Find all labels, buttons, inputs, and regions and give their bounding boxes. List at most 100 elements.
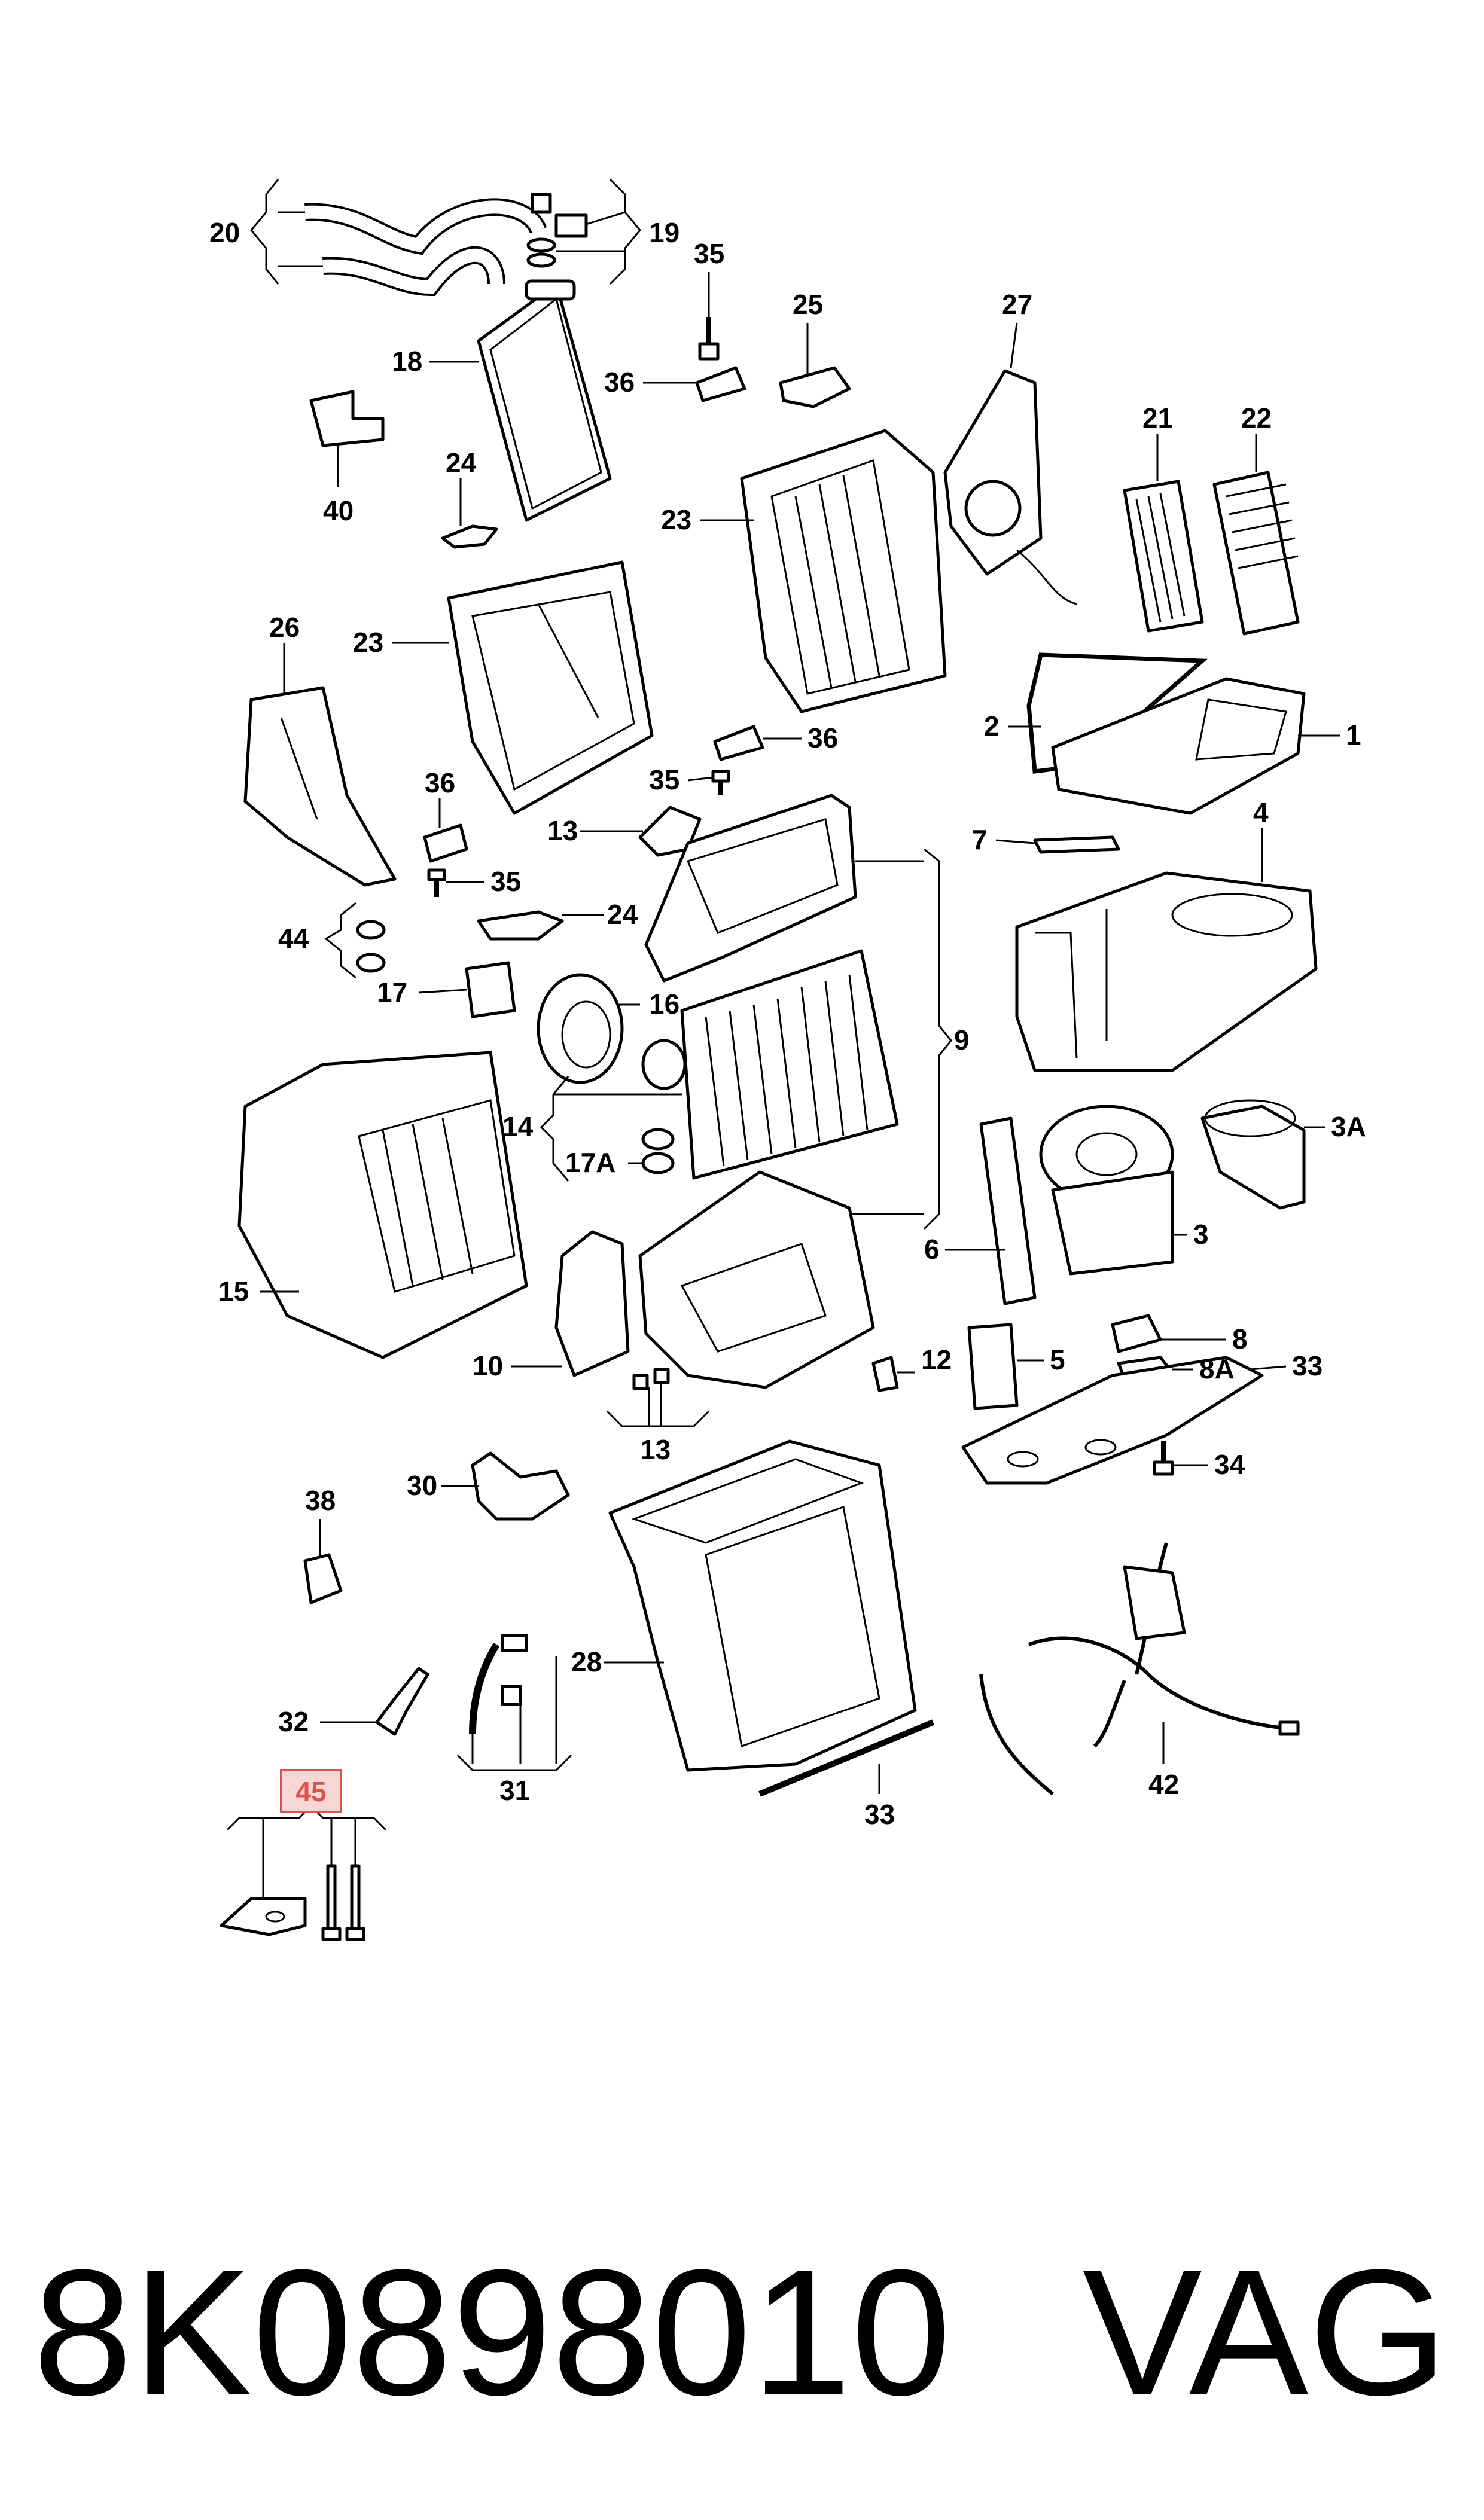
callout-37-mid: 35 xyxy=(649,764,679,795)
part-25-bracket-left xyxy=(477,910,564,941)
callout-42: 42 xyxy=(1148,1769,1179,1800)
part-39-clip xyxy=(303,1553,343,1604)
callout-22: 22 xyxy=(1241,402,1272,434)
callout-24: 23 xyxy=(661,504,691,535)
callout-5: 5 xyxy=(1050,1344,1065,1375)
part-number-label: 8K0898010 xyxy=(33,2232,951,2433)
brand-label: VAG xyxy=(1082,2232,1448,2433)
part-32-sensors xyxy=(469,1634,528,1735)
part-19-clips xyxy=(526,193,588,268)
callout-37-top: 35 xyxy=(694,238,724,269)
part-9-lower-housing xyxy=(638,1170,875,1389)
callout-10: 10 xyxy=(473,1350,503,1381)
callout-13: 13 xyxy=(640,1434,671,1465)
part-18-heater-core xyxy=(477,279,612,522)
callout-labels: 20 19 35 25 27 18 36 21 22 24 40 23 26 2… xyxy=(209,217,1366,1830)
callout-28: 27 xyxy=(1002,289,1032,320)
part-34-insulation xyxy=(961,1356,1264,1485)
callout-45: 45 xyxy=(295,1776,326,1807)
callout-26: 25 xyxy=(793,289,823,320)
part-25-bracket-top xyxy=(441,524,498,549)
callout-19: 19 xyxy=(649,217,679,248)
callout-39: 38 xyxy=(305,1485,336,1516)
callout-14: 14 xyxy=(502,1111,534,1142)
part-38-sensor-mid xyxy=(713,725,764,761)
callout-8a: 8A xyxy=(1199,1353,1235,1384)
callout-33: 32 xyxy=(278,1706,309,1737)
part-33-sensor xyxy=(375,1667,429,1736)
part-37-screw-left xyxy=(427,868,446,897)
part-10-duct xyxy=(554,1230,630,1377)
part-21-filter xyxy=(1123,480,1204,633)
callout-27: 26 xyxy=(269,612,300,643)
callout-36: 33 xyxy=(864,1799,895,1830)
callout-45-highlight-box xyxy=(280,1769,342,1813)
callout-3a: 3A xyxy=(1331,1111,1366,1142)
callout-1: 1 xyxy=(1346,719,1361,750)
part-37-screw-mid xyxy=(711,770,730,795)
callout-25-left: 24 xyxy=(607,899,638,930)
callout-3: 3 xyxy=(1193,1219,1209,1250)
part-5-control-module xyxy=(967,1323,1019,1410)
callout-23: 23 xyxy=(353,627,383,658)
callout-8: 8 xyxy=(1232,1323,1248,1354)
part-14-evaporator xyxy=(641,949,899,1180)
part-45-bracket-kit xyxy=(220,1864,365,1941)
callout-35: 34 xyxy=(1214,1449,1245,1480)
part-3-blower xyxy=(1039,1105,1174,1276)
part-12-sensor xyxy=(871,1356,899,1392)
callout-6: 6 xyxy=(924,1234,940,1265)
part-17a-o-rings xyxy=(641,1128,675,1174)
part-42-wiring-harness xyxy=(979,1542,1300,1796)
part-4-housing xyxy=(1015,871,1318,1072)
callout-17a: 17A xyxy=(565,1147,615,1178)
part-28-actuator xyxy=(943,369,1077,605)
part-8-resistor xyxy=(1111,1314,1162,1353)
callout-18: 18 xyxy=(392,346,422,377)
callout-21: 21 xyxy=(1142,402,1173,434)
callout-34: 33 xyxy=(1292,1350,1323,1381)
part-9-upper-housing xyxy=(644,794,857,983)
callout-32: 31 xyxy=(499,1775,530,1806)
callout-20: 20 xyxy=(209,217,240,248)
callout-31: 30 xyxy=(407,1470,437,1501)
part-24-housing xyxy=(740,429,947,713)
callout-7: 7 xyxy=(972,824,988,855)
callout-9: 9 xyxy=(954,1024,970,1055)
callout-16: 16 xyxy=(649,989,679,1020)
callout-12: 12 xyxy=(921,1344,952,1375)
part-36-seal-strip xyxy=(758,1719,934,1797)
callout-4: 4 xyxy=(1253,797,1269,828)
callout-40: 40 xyxy=(323,495,354,526)
part-26-bracket xyxy=(779,366,851,408)
callout-15: 15 xyxy=(218,1276,249,1307)
part-31-bracket xyxy=(471,1451,570,1521)
callout-38-mid: 36 xyxy=(807,722,838,753)
part-16-motor xyxy=(537,973,624,1084)
part-30-main-housing xyxy=(608,1439,917,1772)
callout-25-top: 24 xyxy=(446,447,477,478)
part-15-housing xyxy=(237,1051,528,1359)
part-1-cover xyxy=(1051,677,1306,815)
part-37-screw-top xyxy=(698,317,720,361)
part-38-sensor-left xyxy=(423,823,468,863)
callout-2: 2 xyxy=(984,710,1000,742)
part-11-bracket xyxy=(638,806,702,857)
part-27-actuator xyxy=(243,686,397,887)
callout-37-left: 35 xyxy=(490,866,521,897)
part-13-clips xyxy=(632,1368,670,1390)
part-7-link xyxy=(1033,835,1120,854)
part-17-valve xyxy=(465,961,516,1018)
callout-17: 17 xyxy=(377,977,407,1008)
part-44-o-rings xyxy=(356,920,386,973)
part-20-heater-hoses xyxy=(304,198,547,297)
callout-38-left: 36 xyxy=(425,767,455,798)
part-40-pad xyxy=(309,390,385,447)
part-23-housing xyxy=(447,560,654,815)
part-35-bolt xyxy=(1153,1441,1174,1476)
part-38-sensor-top xyxy=(695,366,746,402)
part-6-seal-strip xyxy=(979,1116,1037,1305)
callout-44: 44 xyxy=(278,923,309,954)
